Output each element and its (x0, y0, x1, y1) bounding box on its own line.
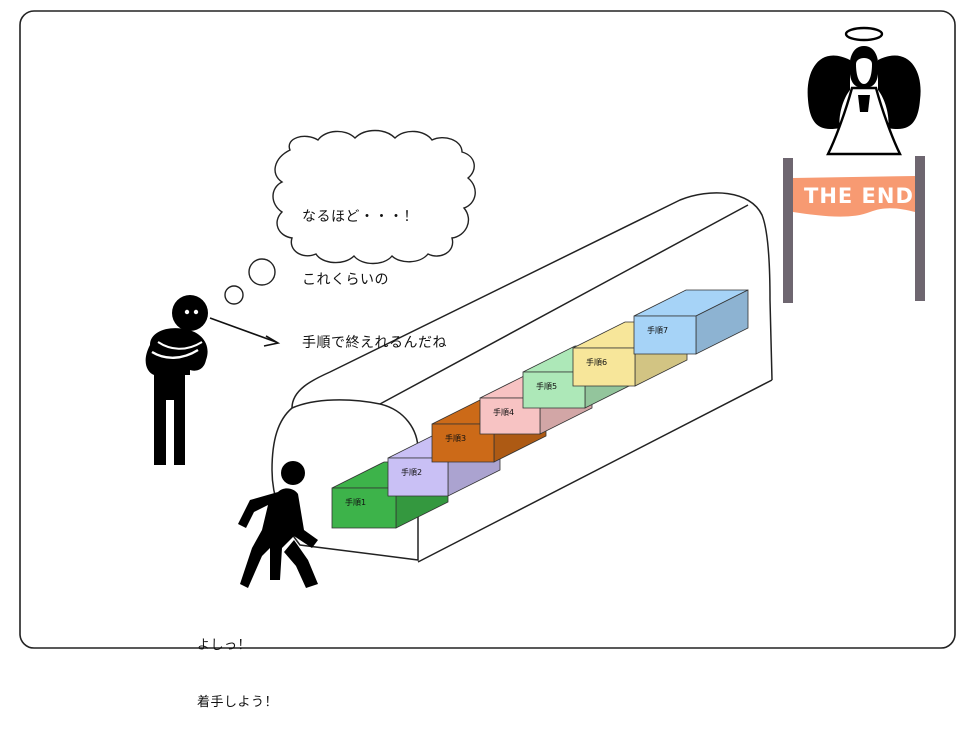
diagram-svg: 手順1 手順2 手順3 手順4 手順5 手順6 手順7 THE END (19, 10, 956, 649)
step-box-7: 手順7 (633, 289, 749, 355)
step-front-face (431, 423, 495, 463)
step-label-1: 手順1 (345, 497, 366, 507)
tunnel (271, 192, 773, 563)
thought-line-3: 手順で終えれるんだね (302, 335, 447, 351)
step-front-face (522, 371, 586, 409)
thinking-person-icon (145, 295, 208, 465)
speech-line-2: 着手しよう！ (197, 695, 279, 710)
thought-bubble (224, 129, 476, 305)
speech-line-1: よしっ！ (197, 638, 252, 653)
step-label-5: 手順5 (536, 381, 557, 391)
step-label-3: 手順3 (445, 433, 466, 443)
thought-line-2: これくらいの (302, 272, 389, 288)
diagram-canvas: 手順1 手順2 手順3 手順4 手順5 手順6 手順7 THE END なるほど・・・！ こ… (19, 10, 956, 710)
step-front-face (387, 457, 449, 497)
speech-text: よしっ！ 着手しよう！ (197, 598, 278, 731)
step-front-face (633, 315, 697, 355)
banner-text: THE END (804, 184, 914, 208)
pointer-arrow (209, 317, 281, 347)
step-label-6: 手順6 (586, 357, 607, 367)
end-banner: THE END (783, 156, 925, 303)
steps-staircase: 手順1 手順2 手順3 手順4 手順5 手順6 手順7 (331, 289, 749, 529)
step-front-face (572, 347, 636, 387)
step-label-7: 手順7 (647, 325, 668, 335)
angel-icon (807, 26, 921, 156)
outer-frame (19, 10, 956, 649)
thought-text: なるほど・・・！ これくらいの 手順で終えれるんだね (302, 165, 447, 375)
step-label-2: 手順2 (401, 467, 422, 477)
walking-person-icon (238, 461, 318, 588)
step-label-4: 手順4 (493, 407, 514, 417)
step-front-face (331, 487, 397, 529)
thought-line-1: なるほど・・・！ (302, 209, 418, 225)
